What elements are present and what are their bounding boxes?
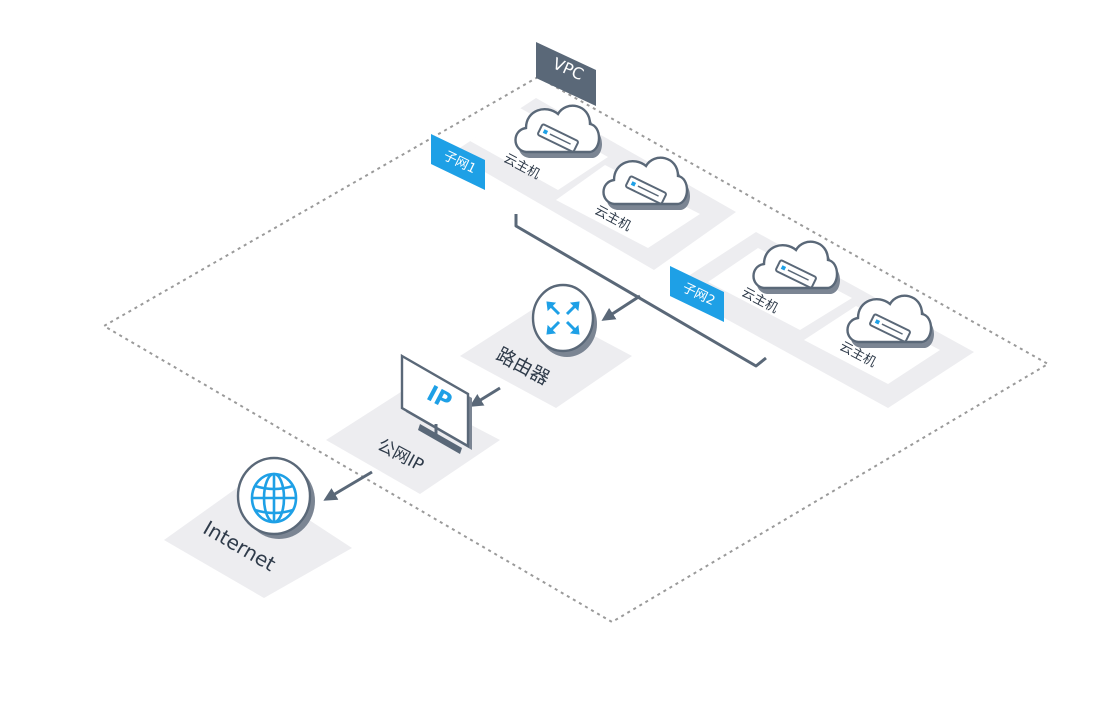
arrow-router-to-ip [469, 386, 501, 407]
router-group: 路由器 [460, 283, 632, 408]
arrow-ip-to-internet [323, 470, 373, 501]
public-ip-group: IP 公网IP [326, 353, 500, 494]
public-ip-platform [326, 390, 500, 494]
internet-platform [164, 480, 352, 598]
subnet-bus-line [514, 214, 767, 368]
router-platform [460, 306, 632, 408]
monitor-icon [400, 353, 472, 454]
router-icon [531, 283, 597, 357]
subnet1-tag [431, 134, 485, 190]
subnet1-group: 云主机 云主机 子网1 [431, 98, 736, 270]
globe-icon [236, 456, 315, 539]
internet-group: Internet [164, 456, 352, 598]
subnet2-group: 云主机 云主机 子网2 [670, 232, 974, 408]
subnet2-tag [670, 266, 724, 322]
arrow-bus-to-router [601, 294, 641, 321]
vpc-tag [536, 42, 596, 106]
